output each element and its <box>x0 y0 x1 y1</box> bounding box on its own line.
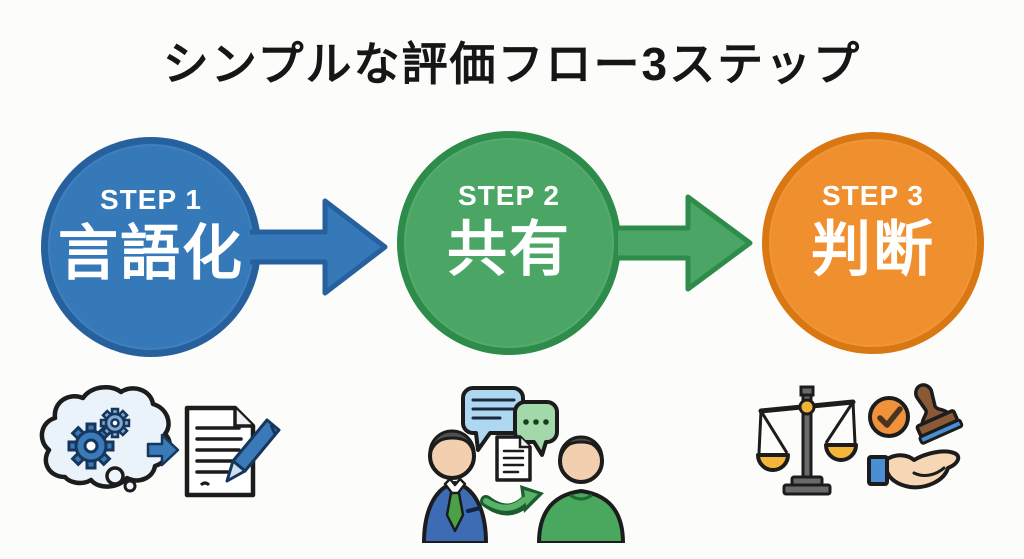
person-suit-icon <box>422 429 488 543</box>
stamp-icon <box>914 383 964 445</box>
step2-label: STEP 2 <box>458 180 560 211</box>
step1-circle: STEP 1 言語化 <box>41 137 261 357</box>
step1-keyword: 言語化 <box>58 220 244 287</box>
step1-label: STEP 1 <box>100 184 202 215</box>
step3-icon-group <box>756 383 964 496</box>
document-pen-icon <box>184 405 281 498</box>
step2-icon-group <box>422 386 625 543</box>
thought-cloud-gears-icon <box>39 384 173 493</box>
check-circle-icon <box>868 396 910 438</box>
step2-circle: STEP 2 共有 <box>397 131 621 355</box>
page-title: シンプルな評価フロー3ステップ <box>162 38 862 90</box>
document-icon <box>495 435 532 482</box>
person-green-shirt-icon <box>537 435 625 543</box>
step3-keyword: 判断 <box>811 216 935 283</box>
arrow-step1-to-step2-icon <box>250 198 388 296</box>
step3-circle: STEP 3 判断 <box>762 132 984 354</box>
balance-scale-icon <box>756 385 858 496</box>
step3-label: STEP 3 <box>822 180 924 211</box>
gear-icon <box>67 422 115 470</box>
curved-arrow-icon <box>480 485 544 516</box>
arrow-step2-to-step3-icon <box>618 194 753 292</box>
step2-keyword: 共有 <box>447 216 571 283</box>
step1-icon-group <box>39 384 281 498</box>
small-right-arrow-icon <box>146 433 180 467</box>
pen-icon <box>225 418 281 483</box>
open-hand-icon <box>867 449 961 490</box>
speech-bubble-blue-icon <box>461 386 525 452</box>
small-gear-icon <box>99 407 131 439</box>
